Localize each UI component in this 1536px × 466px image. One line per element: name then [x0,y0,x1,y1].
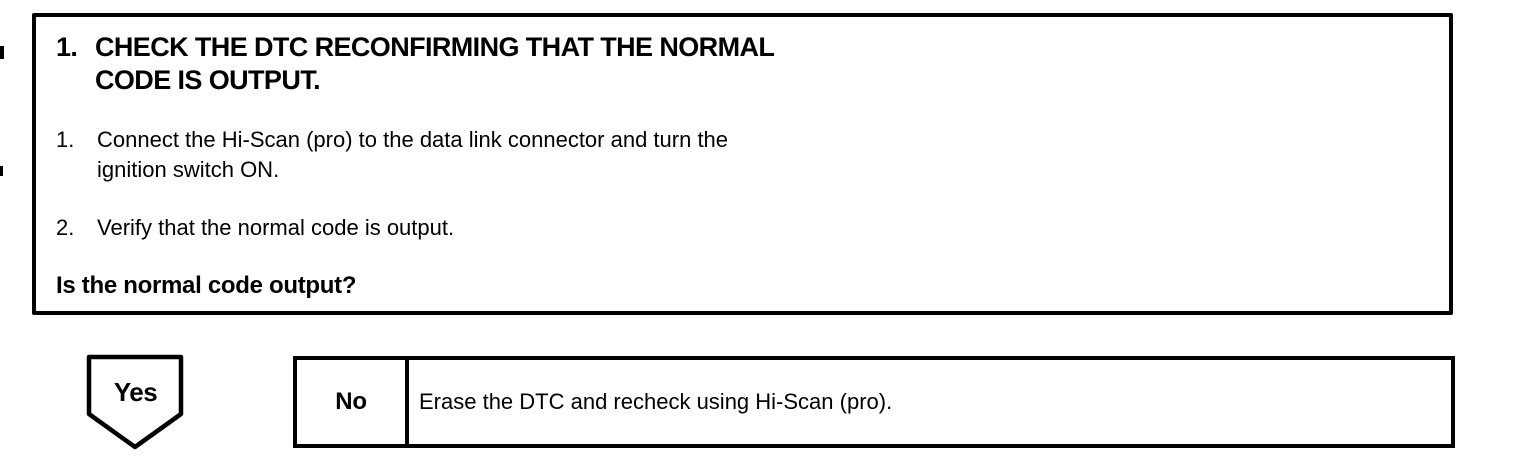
procedure-item-number: 1. [56,127,75,152]
step-title: CHECK THE DTC RECONFIRMING THAT THE NORM… [95,32,775,95]
step-heading: 1. CHECK THE DTC RECONFIRMING THAT THE N… [56,31,1449,97]
scan-artifact [0,166,3,176]
procedure-item: 1. Connect the Hi-Scan (pro) to the data… [56,125,1449,185]
procedure-item-number: 2. [56,215,75,240]
no-cell: No [297,360,409,444]
step-heading-number: 1. [56,32,78,62]
procedure-item-text: Verify that the normal code is output. [97,215,455,240]
no-label: No [335,388,367,415]
yes-connector: Yes [86,354,185,452]
no-action-box: No Erase the DTC and recheck using Hi-Sc… [293,356,1455,448]
no-action-cell: Erase the DTC and recheck using Hi-Scan … [409,360,1451,444]
procedure-item: 2. Verify that the normal code is output… [56,213,1449,243]
step-box: 1. CHECK THE DTC RECONFIRMING THAT THE N… [32,13,1453,315]
decision-question: Is the normal code output? [56,272,357,299]
pentagon-down-arrow-icon [86,354,184,450]
scan-artifact [0,46,4,59]
procedure-item-text: Connect the Hi-Scan (pro) to the data li… [97,127,729,182]
no-action-text: Erase the DTC and recheck using Hi-Scan … [419,389,893,414]
yes-label: Yes [113,377,158,407]
